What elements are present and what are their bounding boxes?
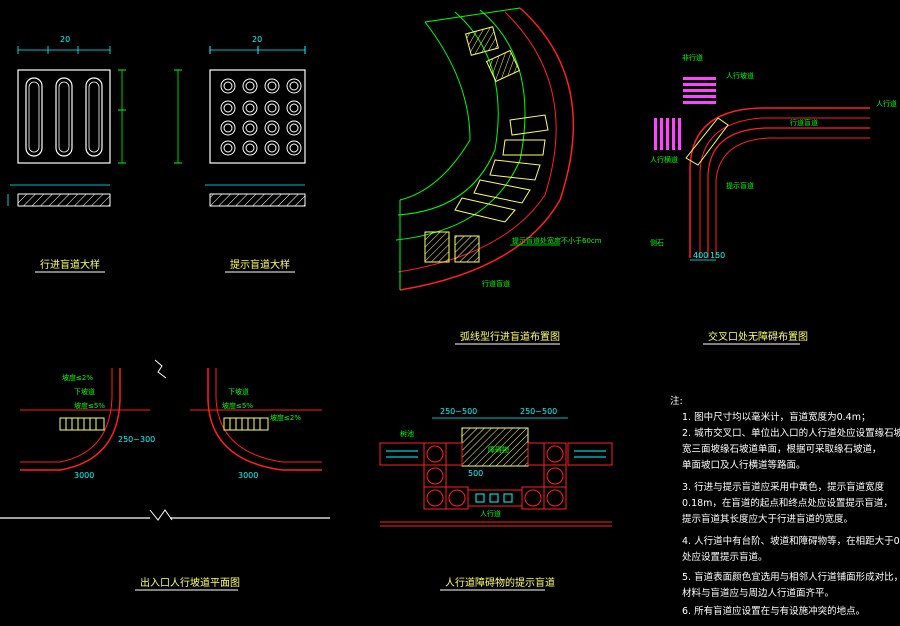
ramp-slope-right: 坡度≤2% [270,413,301,422]
intersection-layout: 非行道 人行坡道 人行道 行道盲道 人行横道 提示盲道 侧石 400 150 [650,53,897,261]
dim-3000-left: 3000 [74,471,94,480]
note-line: 提示盲道其长度应大于行进盲道的宽度。 [682,513,853,525]
label-crosswalk: 人行横道 [650,155,678,164]
dim-150: 150 [710,251,725,260]
note-line: 4. 人行道中有台阶、坡道和障碍物等，在相距大于0.25m [682,535,900,547]
obstacle-warning-layout: 250~500 250~500 树池 障碍物 500 人 [379,407,613,527]
label-ramp: 人行坡道 [726,71,754,80]
ramp-grade-right: 坡度≤5% [222,401,253,410]
dim-250-300: 250~300 [118,435,155,444]
dim-250-500-right: 250~500 [520,407,557,416]
ramp-slope-left: 坡度≤2% [62,373,93,382]
title-entrance: 出入口人行坡道平面图 [140,576,240,589]
ramp-grade-left: 坡度≤5% [74,401,105,410]
note-line: 材料与盲道应与周边人行道面齐平。 [682,587,834,599]
dim-250-500-left: 250~500 [440,407,477,416]
note-line: 2. 城市交叉口、单位出入口的人行道处应设置缘石坡道， [682,427,900,439]
title-curved-layout: 弧线型行进盲道布置图 [460,330,560,343]
curve-note-label: 提示盲道处宽度不小于60cm [512,236,602,245]
label-sidewalk-bottom: 人行道 [480,509,501,518]
note-line: 1. 图中尺寸均以毫米计，盲道宽度为0.4m； [682,411,870,423]
title-warning-strip: 提示盲道大样 [230,258,290,271]
label-sidewalk-right: 人行道 [876,99,897,108]
entrance-ramp-plan: 坡度≤2% 下坡道 坡度≤5% 下坡道 坡度≤5% 坡度≤2% 250~300 … [0,359,330,521]
title-intersection: 交叉口处无障碍布置图 [708,330,808,343]
note-line: 单面坡口及人行横道等路面。 [682,459,806,471]
dim-3000-right: 3000 [238,471,258,480]
notes-block: 注: 1. 图中尺寸均以毫米计，盲道宽度为0.4m； 2. 城市交叉口、单位出入… [670,395,900,617]
dim-400: 400 [693,251,708,260]
dim-width-warning: 20 [252,35,262,44]
dim-500: 500 [468,469,483,478]
sidewalk-label-curve: 行道盲道 [482,279,510,288]
title-obstacle: 人行道障碍物的提示盲道 [445,576,555,589]
note-line: 3. 行进与提示盲道应采用中黄色，提示盲道宽度 [682,481,885,493]
label-warning-path: 提示盲道 [726,181,754,190]
notes-heading: 注: [670,395,683,407]
curved-guide-layout: 提示盲道处宽度不小于60cm 行道盲道 [395,7,602,291]
label-guide-path: 行道盲道 [790,118,818,127]
note-line: 处应设置提示盲道。 [682,551,768,563]
title-guide-strip: 行进盲道大样 [40,258,100,271]
label-tree-pit: 树池 [400,429,414,438]
guide-strip-detail: 20 [7,35,126,207]
note-line: 宽三面坡缘石坡道单面，根据可采取缘石坡道， [682,443,882,455]
note-line: 0.18m，在盲道的起点和终点处应设置提示盲道， [682,497,893,509]
dim-width-guide: 20 [60,35,70,44]
label-sidewalk-top: 非行道 [682,53,703,62]
ramp-dir-left: 下坡道 [74,387,95,396]
note-line: 6. 所有盲道应设置在与有设施冲突的地点。 [682,605,865,617]
warning-strip-detail: 20 [174,35,306,207]
label-curb: 侧石 [650,238,664,247]
note-line: 5. 盲道表面颜色宜选用与相邻人行道铺面形成对比， [682,571,900,583]
ramp-dir-right: 下坡道 [228,387,249,396]
label-obstacle: 障碍物 [488,445,509,454]
